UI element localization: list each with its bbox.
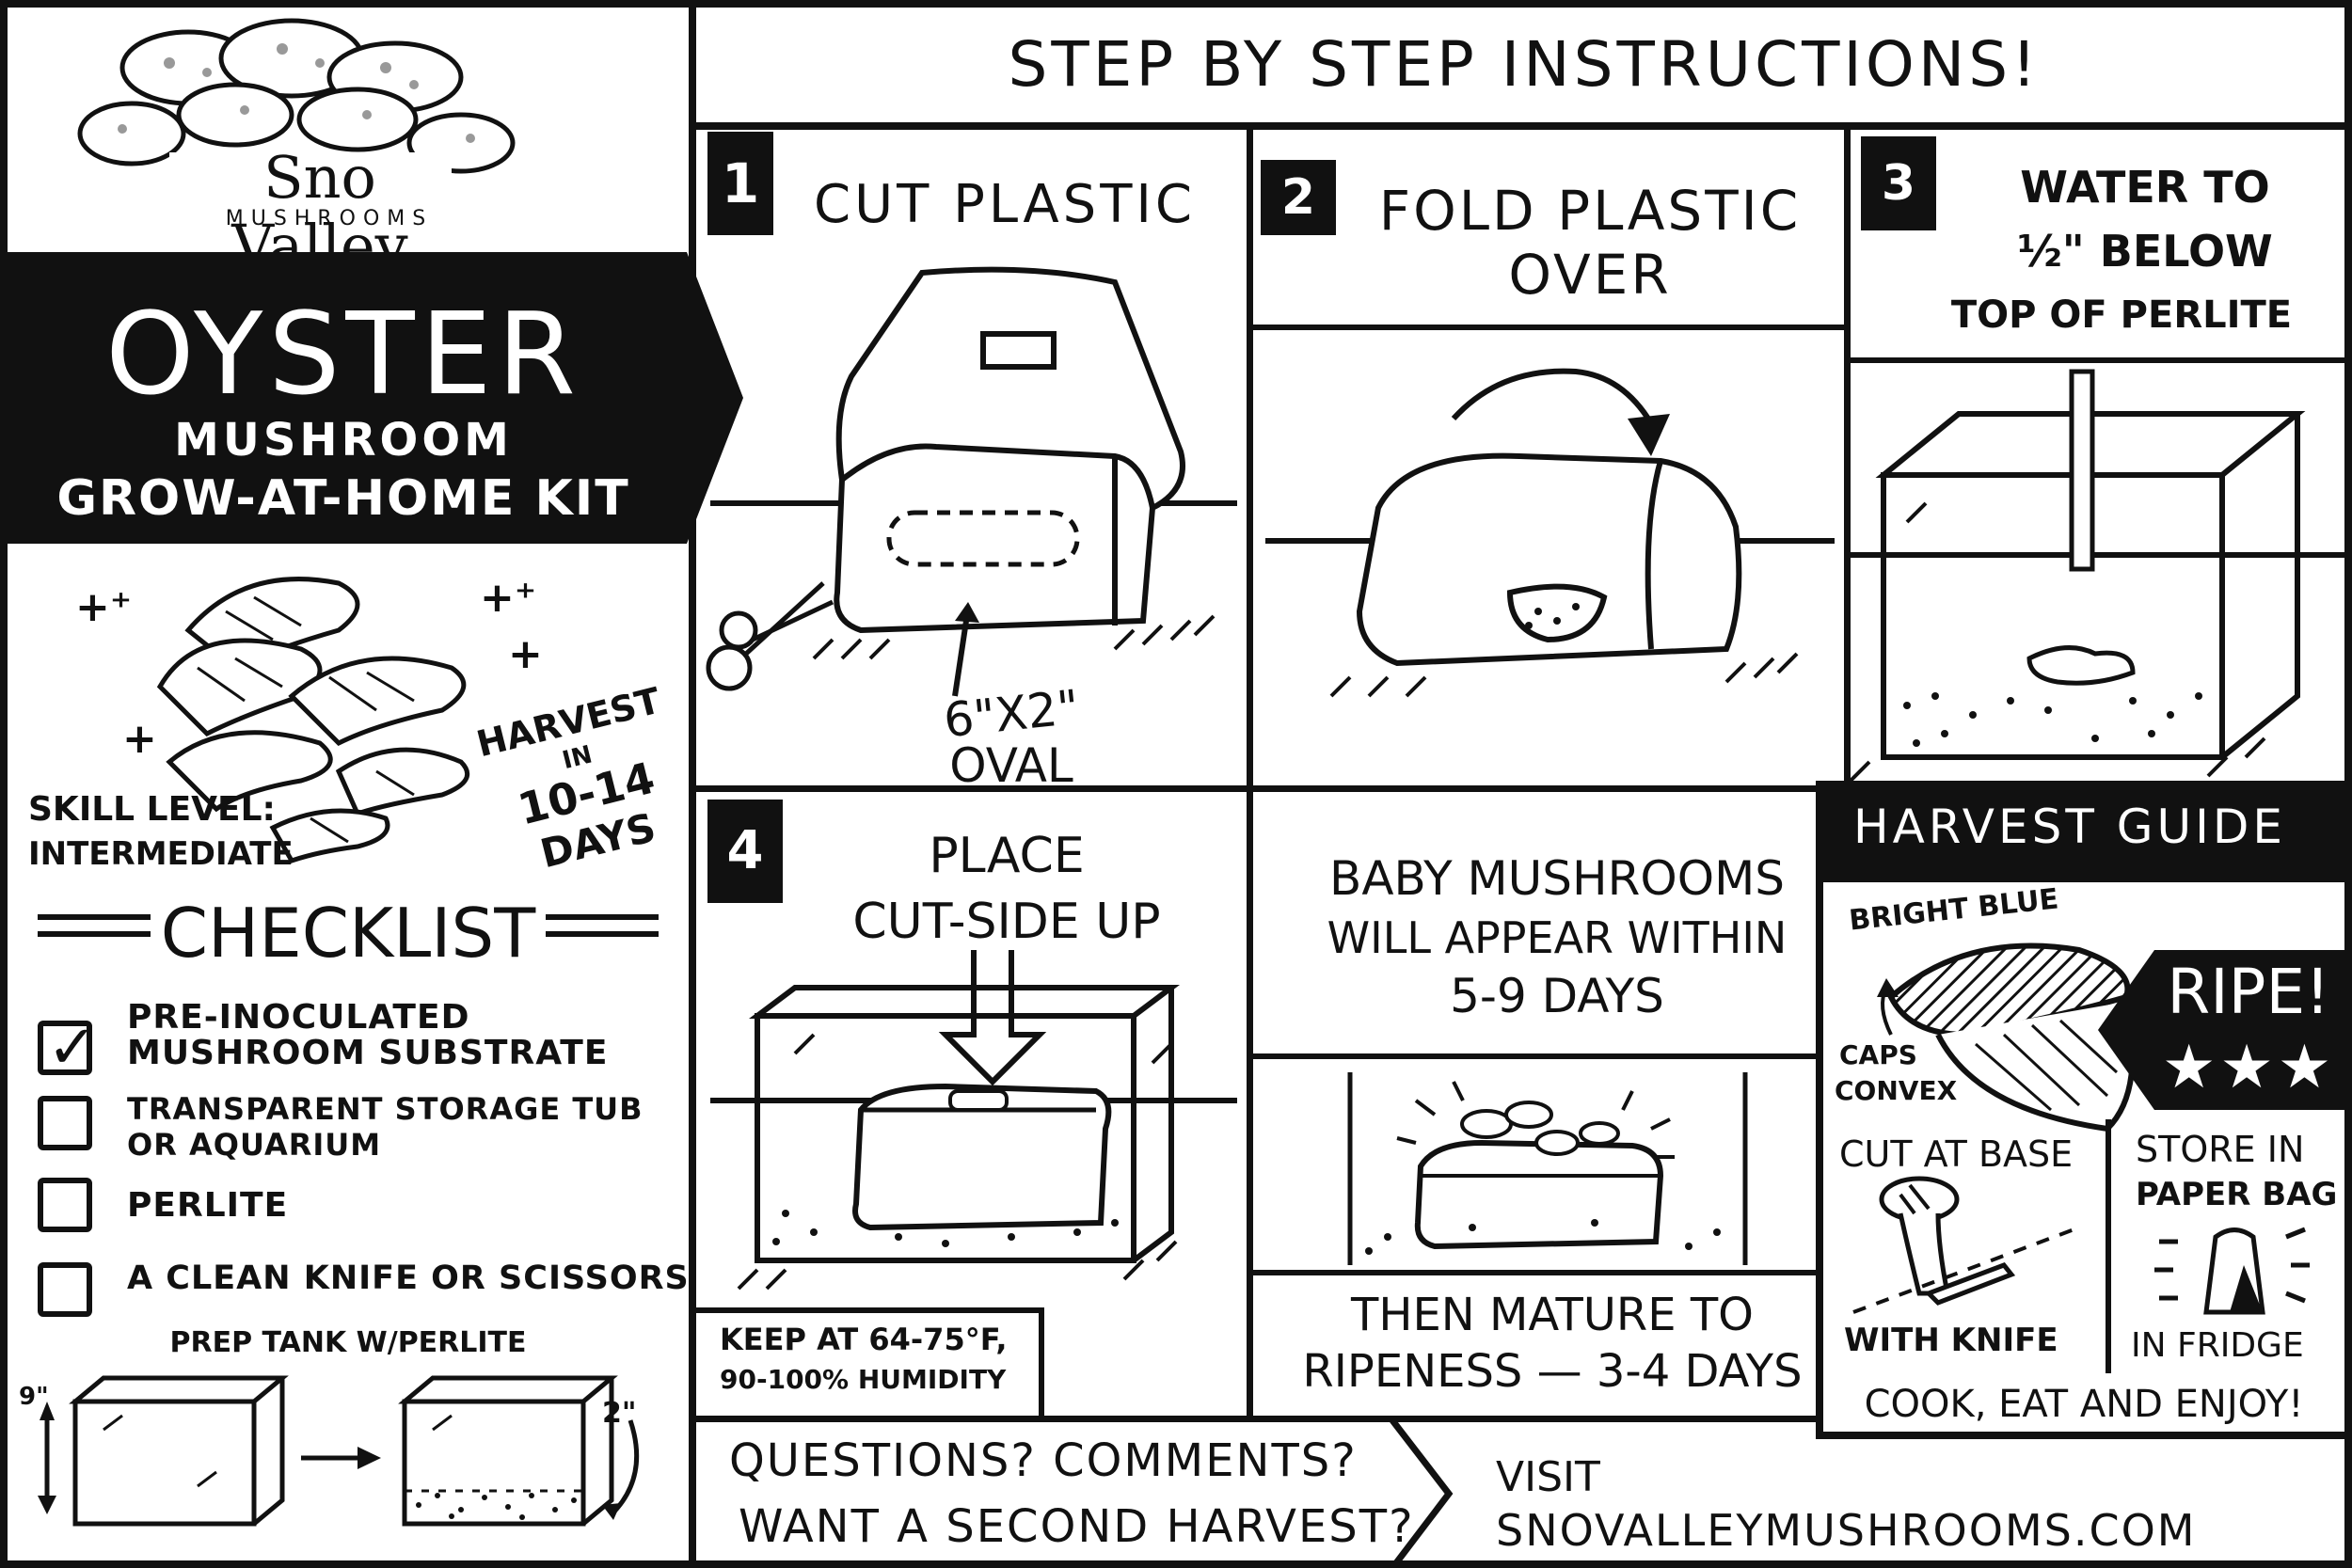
step-5-title-1: BABY MUSHROOMS	[1329, 851, 1785, 906]
mushroom-cluster-icon	[77, 18, 516, 228]
step-5-illustration	[1256, 1063, 1844, 1270]
left-panel	[0, 0, 696, 1568]
prep-tank-label: PREP TANK W/PERLITE	[169, 1326, 527, 1359]
prep-tank-diagram	[19, 1364, 677, 1552]
harvest-cut-2: WITH KNIFE	[1844, 1322, 2058, 1359]
step-5-title-3: 5-9 DAYS	[1450, 969, 1664, 1023]
harvest-caps-2: CONVEX	[1835, 1075, 1958, 1106]
checklist-checkbox-3[interactable]	[38, 1178, 92, 1232]
skill-level-label: SKILL LEVEL:	[28, 790, 276, 829]
harvest-cut-1: CUT AT BASE	[1839, 1133, 2074, 1175]
step-5-bottom-1: THEN MATURE TO	[1351, 1289, 1754, 1341]
grid-v1	[1247, 122, 1253, 1420]
step-3-illustration	[1849, 367, 2352, 783]
footer-visit-1: VISIT	[1496, 1453, 1600, 1501]
knife-illustration	[1844, 1171, 2098, 1322]
harvest-divider	[2106, 1119, 2111, 1373]
step-1-note-2: OVAL	[949, 738, 1073, 793]
ripe-badge: RIPE! ★★★	[2098, 950, 2352, 1110]
skill-level-value: INTERMEDIATE	[28, 835, 294, 873]
footer-question-2: WANT A SECOND HARVEST?	[739, 1500, 1415, 1553]
step-4-note-box	[696, 1307, 1044, 1420]
instructions-heading: STEP BY STEP INSTRUCTIONS!	[1008, 28, 2041, 101]
step-3-rule	[1851, 357, 2352, 363]
harvest-guide-header	[1816, 781, 2352, 882]
step-4-note-2: 90-100% HUMIDITY	[720, 1364, 1007, 1395]
svg-text:+⁺: +⁺	[480, 574, 536, 622]
kit-subtitle-1: MUSHROOM	[174, 414, 513, 467]
step-2-title-1: FOLD PLASTIC	[1378, 179, 1802, 243]
paper-bag-icon	[2154, 1227, 2310, 1315]
step-2-title-2: OVER	[1508, 243, 1672, 307]
step-3-number: 3	[1861, 136, 1936, 230]
paper-bag-illustration	[2131, 1218, 2338, 1322]
step-5-title-2: WILL APPEAR WITHIN	[1327, 912, 1788, 963]
step-4-title-1: PLACE	[929, 828, 1085, 884]
svg-text:+: +	[122, 715, 157, 763]
checklist-item-1: PRE-INOCULATED MUSHROOM SUBSTRATE	[127, 998, 609, 1072]
harvest-guide-title: HARVEST GUIDE	[1853, 800, 2286, 854]
checklist-checkbox-2[interactable]	[38, 1096, 92, 1150]
harvest-store-1: STORE IN	[2136, 1129, 2305, 1170]
harvest-enjoy: COOK, EAT AND ENJOY!	[1864, 1383, 2304, 1426]
step-2-number: 2	[1261, 160, 1336, 235]
ripe-label: RIPE!	[2167, 956, 2330, 1028]
grid-v2	[1844, 122, 1851, 795]
header-rule	[696, 122, 2352, 130]
knife-icon	[1852, 1176, 2080, 1314]
oyster-mushroom-icon: +⁺ +⁺ + +	[75, 574, 543, 864]
footer-arrow-shape	[696, 1418, 1468, 1568]
checklist-item-2: TRANSPARENT STORAGE TUB OR AQUARIUM	[127, 1091, 644, 1163]
grid-h2	[696, 1416, 2352, 1422]
checklist-checkbox-1[interactable]	[38, 1013, 98, 1083]
step-4-title-2: CUT-SIDE UP	[852, 894, 1161, 950]
kit-title-banner: OYSTER MUSHROOM GROW-AT-HOME KIT	[0, 252, 743, 544]
step-1-title: CUT PLASTIC	[814, 174, 1197, 235]
oyster-illustration: +⁺ +⁺ + +	[56, 546, 668, 884]
svg-text:+: +	[508, 630, 543, 678]
checklist-rule-right	[546, 914, 659, 937]
brand-logo: Sno Valley MUSHROOMS	[75, 11, 527, 280]
checklist-checkbox-4[interactable]	[38, 1262, 92, 1317]
step-1-illustration	[701, 245, 1247, 771]
step-5-rule-bottom	[1253, 1270, 1846, 1275]
footer-question-1: QUESTIONS? COMMENTS?	[729, 1434, 1358, 1487]
svg-text:+⁺: +⁺	[75, 583, 132, 631]
checklist-item-4: A CLEAN KNIFE OR SCISSORS	[127, 1259, 690, 1297]
step-3-title-2: ½" BELOW	[2017, 226, 2273, 277]
harvest-store-3: IN FRIDGE	[2131, 1326, 2304, 1365]
footer-website-link[interactable]: SNOVALLEYMUSHROOMS.COM	[1496, 1505, 2197, 1556]
step-3-title-1: WATER TO	[2020, 162, 2270, 213]
step-1-number: 1	[707, 132, 773, 235]
prep-height-left: 9"	[19, 1383, 49, 1411]
brand-tagline: MUSHROOMS	[225, 207, 434, 230]
step-2-illustration	[1256, 339, 1844, 781]
step-5-rule-top	[1253, 1053, 1846, 1059]
checklist-rule-left	[38, 914, 151, 937]
step-4-illustration	[701, 950, 1247, 1307]
ripe-stars: ★★★	[2161, 1033, 2336, 1102]
harvest-store-2: PAPER BAG	[2136, 1176, 2338, 1213]
kit-subtitle-2: GROW-AT-HOME KIT	[56, 470, 630, 527]
step-3-title-3: TOP OF PERLITE	[1950, 293, 2293, 337]
checklist-heading: CHECKLIST	[160, 894, 536, 973]
step-2-rule	[1253, 325, 1846, 330]
scissors-icon	[706, 581, 834, 691]
prep-height-right: 2"	[602, 1397, 637, 1430]
step-4-number: 4	[707, 800, 783, 903]
step-4-note-1: KEEP AT 64-75°F,	[720, 1322, 1008, 1357]
checklist-item-3: PERLITE	[127, 1186, 289, 1225]
grid-h1	[696, 785, 1882, 792]
harvest-caps-1: CAPS	[1839, 1039, 1917, 1070]
step-5-bottom-2: RIPENESS — 3-4 DAYS	[1302, 1345, 1803, 1398]
kit-title: OYSTER	[105, 290, 581, 420]
baby-mushrooms-icon	[1460, 1101, 1620, 1156]
